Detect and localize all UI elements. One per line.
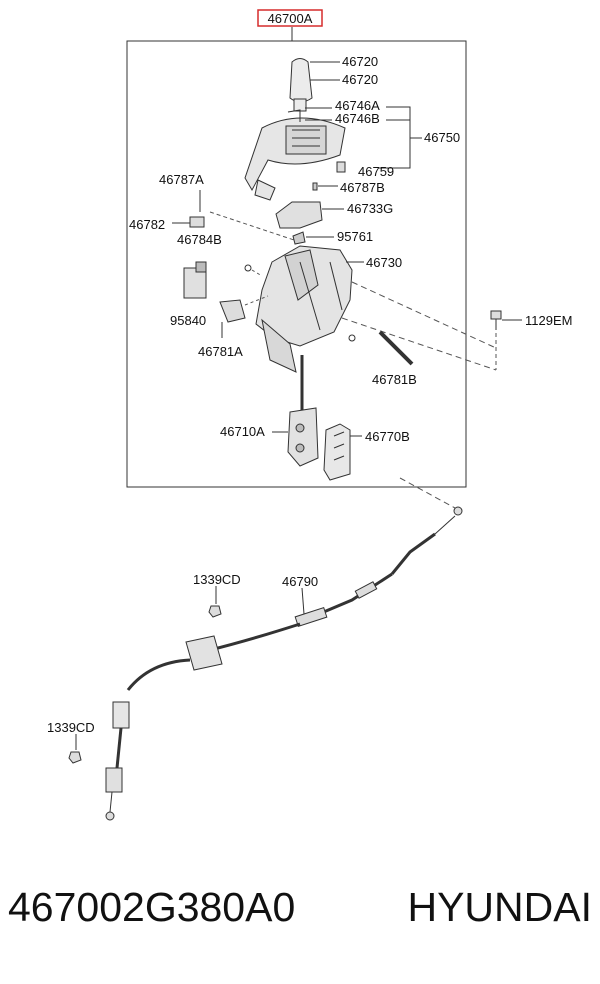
switch-drawing xyxy=(183,261,207,299)
shift-base-drawing xyxy=(255,245,353,373)
label-46733g: 46733G xyxy=(347,201,393,216)
label-46782: 46782 xyxy=(129,217,165,232)
bolt-drawing xyxy=(490,310,502,330)
label-46790: 46790 xyxy=(282,574,318,589)
label-95840: 95840 xyxy=(170,313,206,328)
label-46770b: 46770B xyxy=(365,429,410,444)
label-46781b: 46781B xyxy=(372,372,417,387)
label-46787b: 46787B xyxy=(340,180,385,195)
label-46750: 46750 xyxy=(424,130,460,145)
label-95761: 95761 xyxy=(337,229,373,244)
label-46759: 46759 xyxy=(358,164,394,179)
label-46746b: 46746B xyxy=(335,111,380,126)
indicator-bezel-drawing xyxy=(244,117,346,201)
label-46710a: 46710A xyxy=(220,424,265,439)
nut-bottom-drawing xyxy=(68,751,82,764)
caption-brand: HYUNDAI xyxy=(407,884,592,930)
shift-cable-drawing xyxy=(105,506,463,821)
label-46781a: 46781A xyxy=(198,344,243,359)
caption: 467002G380A0 HYUNDAI xyxy=(8,884,592,931)
assembly-number-box xyxy=(257,9,323,27)
label-1129em: 1129EM xyxy=(525,313,572,328)
label-1339cd-top: 1339CD xyxy=(193,572,241,587)
label-46784b: 46784B xyxy=(177,232,222,247)
shift-knob-drawing xyxy=(289,58,313,112)
lever-bracket-drawing xyxy=(287,407,319,467)
detent-plate-drawing xyxy=(323,423,351,481)
label-46787a: 46787A xyxy=(159,172,204,187)
label-46746a: 46746A xyxy=(335,98,380,113)
label-46720-b: 46720 xyxy=(342,72,378,87)
label-46730: 46730 xyxy=(366,255,402,270)
nut-top-drawing xyxy=(208,605,222,618)
exploded-parts-diagram: 46700A 46720 46720 46746A 46746B 46750 4… xyxy=(47,9,572,821)
caption-part-number: 467002G380A0 xyxy=(8,884,296,930)
assembly-number: 46700A xyxy=(268,11,313,26)
label-1339cd-bottom: 1339CD xyxy=(47,720,95,735)
label-46720-a: 46720 xyxy=(342,54,378,69)
assembly-frame xyxy=(126,40,467,488)
